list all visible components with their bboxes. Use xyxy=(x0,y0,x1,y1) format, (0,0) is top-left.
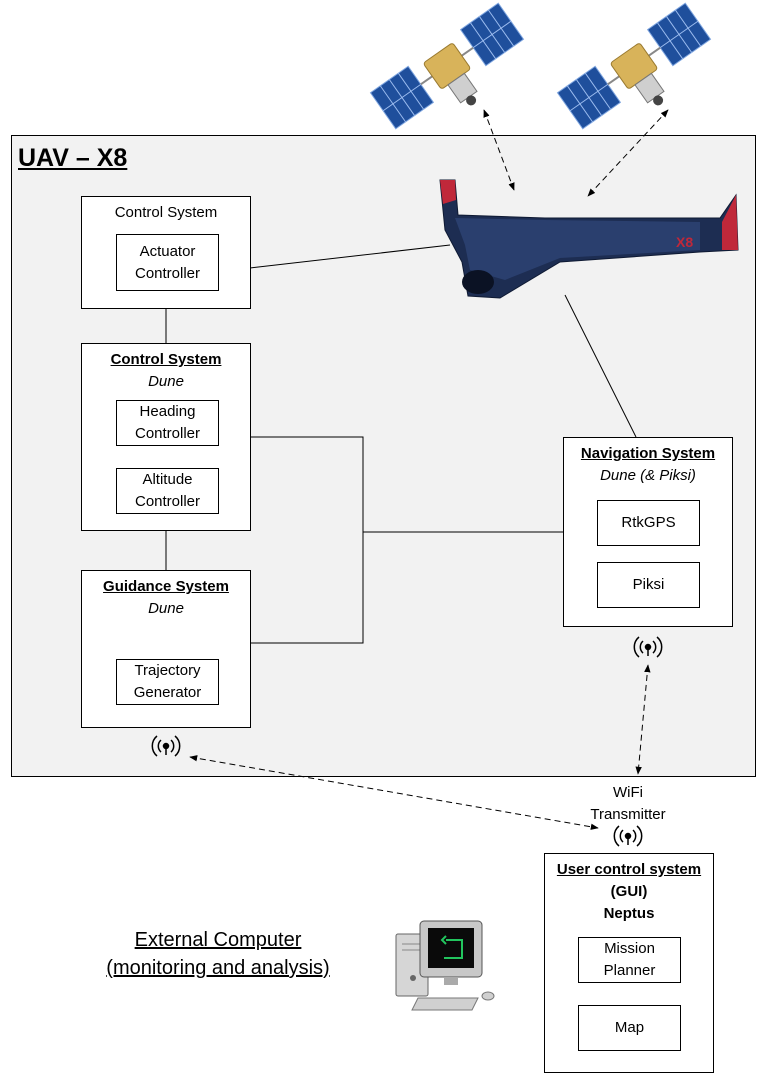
altitude-controller-line1: Altitude xyxy=(142,471,193,488)
control-system-title: Control System xyxy=(114,204,218,221)
guidance-system-subtitle: Dune xyxy=(148,600,184,617)
control-system-dune-box: Control System Dune Heading Controller A… xyxy=(81,343,251,531)
altitude-controller-box: Altitude Controller xyxy=(116,468,219,514)
link-sat2-aircraft xyxy=(587,109,669,197)
heading-controller-line2: Controller xyxy=(134,425,201,442)
navigation-system-subtitle: Dune (& Piksi) xyxy=(600,467,696,484)
wifi-line1: WiFi xyxy=(613,784,643,801)
external-computer-line1: External Computer xyxy=(134,929,302,951)
actuator-controller-box: Actuator Controller xyxy=(116,234,219,291)
wifi-line2: Transmitter xyxy=(590,806,666,823)
navigation-system-title: Navigation System xyxy=(580,445,716,462)
link-guidance-wifi xyxy=(189,755,599,830)
altitude-controller-line2: Controller xyxy=(134,493,201,510)
user-control-title-line2: (GUI) xyxy=(610,883,648,900)
aircraft-icon: X8 xyxy=(439,179,739,299)
user-control-title-line1: User control system xyxy=(556,861,702,878)
trajectory-generator-line1: Trajectory xyxy=(134,662,201,679)
map-box: Map xyxy=(578,1005,681,1051)
heading-controller-line1: Heading xyxy=(139,403,196,420)
mission-planner-line1: Mission xyxy=(604,940,655,957)
actuator-controller-line1: Actuator xyxy=(139,242,196,260)
guidance-system-title: Guidance System xyxy=(103,578,229,595)
piksi-label: Piksi xyxy=(632,576,665,593)
aircraft-mark: X8 xyxy=(676,234,693,250)
user-control-system-box: User control system (GUI) Neptus Mission… xyxy=(544,853,714,1073)
link-nav-wifi xyxy=(635,664,651,775)
navigation-system-box: Navigation System Dune (& Piksi) RtkGPS … xyxy=(563,437,733,627)
rtkgps-label: RtkGPS xyxy=(621,514,676,531)
control-system-dune-title: Control System xyxy=(110,351,222,368)
satellite-icon xyxy=(556,2,712,130)
control-system-dune-subtitle: Dune xyxy=(148,373,184,390)
map-label: Map xyxy=(614,1019,645,1036)
trajectory-generator-box: Trajectory Generator xyxy=(116,659,219,705)
control-system-box: Control System Actuator Controller xyxy=(81,196,251,309)
mission-planner-box: Mission Planner xyxy=(578,937,681,983)
line-nav-aircraft xyxy=(564,294,637,438)
guidance-system-box: Guidance System Dune Trajectory Generato… xyxy=(81,570,251,728)
antenna-icon xyxy=(151,735,181,757)
antenna-icon xyxy=(633,636,663,658)
mission-planner-line2: Planner xyxy=(603,962,656,979)
antenna-icon xyxy=(613,825,643,847)
rtkgps-box: RtkGPS xyxy=(597,500,700,546)
uav-title: UAV – X8 xyxy=(18,144,128,172)
computer-icon xyxy=(395,920,495,1011)
line-actuator-aircraft xyxy=(249,244,451,269)
user-control-title-line3: Neptus xyxy=(603,905,655,922)
link-sat1-aircraft xyxy=(483,109,515,191)
line-bus xyxy=(251,436,364,644)
wifi-transmitter-label: WiFi Transmitter xyxy=(568,782,688,826)
satellite-icon xyxy=(369,2,525,130)
trajectory-generator-line2: Generator xyxy=(133,684,202,701)
actuator-controller-line2: Controller xyxy=(134,264,201,282)
external-computer-label: External Computer (monitoring and analys… xyxy=(70,926,366,982)
heading-controller-box: Heading Controller xyxy=(116,400,219,446)
external-computer-line2: (monitoring and analysis) xyxy=(106,957,330,979)
piksi-box: Piksi xyxy=(597,562,700,608)
